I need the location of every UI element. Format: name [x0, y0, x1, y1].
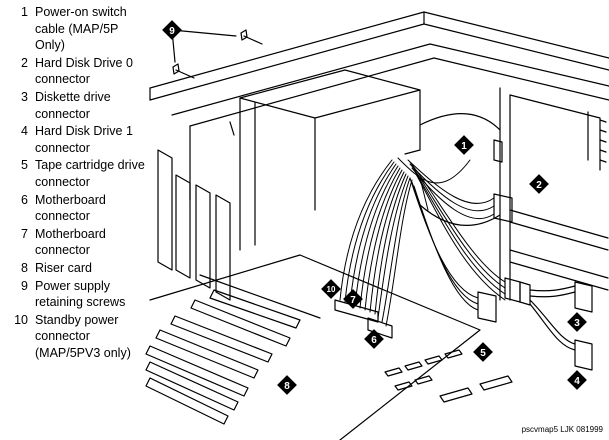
- callout-6: 6: [364, 329, 384, 349]
- legend-number: 2: [21, 55, 28, 70]
- legend-number: 6: [21, 192, 28, 207]
- drive-connectors: [477, 193, 593, 371]
- legend-text: Tape cartridge drive connector: [35, 158, 145, 189]
- legend-item-6: 6 Motherboard connector: [6, 192, 168, 225]
- legend-item-1: 1 Power-on switch cable (MAP/5P Only): [6, 4, 168, 54]
- legend-text: Diskette drive connector: [35, 89, 111, 121]
- legend-item-8: 8 Riser card: [6, 260, 168, 277]
- svg-text:8: 8: [284, 381, 290, 392]
- svg-text:7: 7: [350, 295, 356, 306]
- callout-10: 10: [321, 279, 341, 299]
- callout-7: 7: [343, 289, 363, 309]
- svg-text:2: 2: [536, 180, 542, 191]
- svg-text:10: 10: [327, 285, 336, 294]
- svg-text:9: 9: [169, 26, 175, 37]
- chassis-frame: [149, 11, 609, 301]
- svg-text:5: 5: [480, 348, 486, 359]
- callout-9: 9: [162, 20, 182, 40]
- legend-number: 9: [21, 278, 28, 293]
- legend-text: Hard Disk Drive 1 connector: [35, 124, 133, 155]
- legend-number: 10: [14, 312, 28, 327]
- svg-text:3: 3: [574, 318, 580, 329]
- figure-id: pscvmap5 LJK 081999: [521, 425, 603, 434]
- legend-number: 4: [21, 124, 28, 139]
- callout-1: 1: [454, 135, 474, 155]
- callout-2: 2: [529, 174, 549, 194]
- legend-text: Standby power connector (MAP/5PV3 only): [35, 312, 131, 360]
- legend-item-10: 10 Standby power connector (MAP/5PV3 onl…: [6, 312, 168, 362]
- callout-5: 5: [473, 342, 493, 362]
- svg-text:4: 4: [574, 376, 580, 387]
- legend-text: Power supply retaining screws: [35, 278, 126, 310]
- motherboard: [145, 254, 513, 440]
- expansion-slots: [157, 149, 231, 301]
- legend-text: Riser card: [35, 260, 92, 275]
- legend-number: 5: [21, 158, 28, 173]
- cable-bundle: [339, 157, 506, 327]
- svg-text:1: 1: [461, 141, 467, 152]
- svg-text:6: 6: [371, 335, 377, 346]
- callout-3: 3: [567, 312, 587, 332]
- legend-number: 1: [21, 5, 28, 19]
- legend-number: 3: [21, 89, 28, 104]
- legend-text: Motherboard connector: [35, 226, 106, 258]
- callout-4: 4: [567, 370, 587, 390]
- callout-8: 8: [277, 375, 297, 395]
- power-supply: [239, 69, 501, 251]
- legend-item-5: 5 Tape cartridge drive connector: [6, 157, 168, 190]
- legend-text: Motherboard connector: [35, 192, 106, 224]
- legend-item-3: 3 Diskette drive connector: [6, 89, 168, 122]
- legend: 1 Power-on switch cable (MAP/5P Only) 2 …: [6, 4, 168, 362]
- legend-text: Power-on switch cable (MAP/5P Only): [35, 5, 127, 53]
- retaining-screws: [171, 29, 263, 79]
- legend-item-9: 9 Power supply retaining screws: [6, 278, 168, 311]
- legend-item-2: 2 Hard Disk Drive 0 connector: [6, 55, 168, 88]
- motherboard-connectors: [334, 299, 393, 339]
- legend-text: Hard Disk Drive 0 connector: [35, 55, 133, 87]
- legend-item-4: 4 Hard Disk Drive 1 connector: [6, 123, 168, 156]
- legend-number: 7: [21, 226, 28, 241]
- legend-number: 8: [21, 260, 28, 275]
- legend-item-7: 7 Motherboard connector: [6, 226, 168, 259]
